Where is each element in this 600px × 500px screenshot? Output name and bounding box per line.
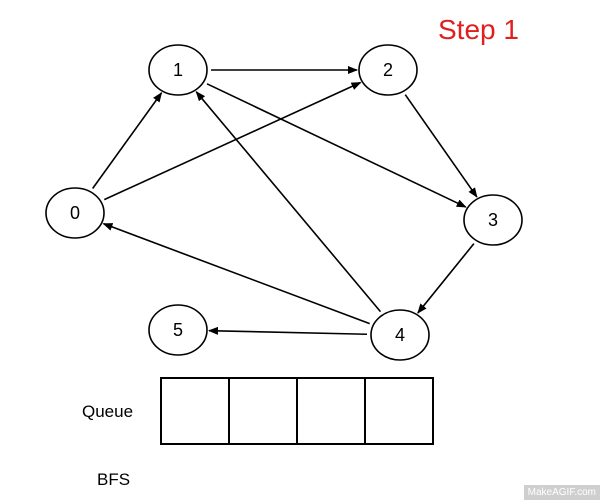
edge-0-to-2 <box>103 81 362 201</box>
edge-4-to-5 <box>207 326 368 336</box>
graph-node-3: 3 <box>463 194 523 246</box>
step-title: Step 1 <box>438 14 519 45</box>
graph-node-5: 5 <box>148 304 208 356</box>
node-circle <box>45 187 105 239</box>
node-label: 2 <box>383 60 393 80</box>
edge-1-to-3 <box>206 83 467 208</box>
queue-cell <box>366 379 434 443</box>
bfs-label: BFS <box>97 470 131 489</box>
node-label: 1 <box>173 60 183 80</box>
edge-3-to-4 <box>417 243 475 314</box>
edge-4-to-0 <box>102 222 370 325</box>
node-label: 5 <box>173 320 183 340</box>
graph-node-1: 1 <box>148 44 208 96</box>
graph-node-4: 4 <box>370 309 430 361</box>
node-label: 4 <box>395 325 405 345</box>
edge-2-to-3 <box>404 94 478 198</box>
node-circle <box>370 309 430 361</box>
edge-0-to-1 <box>91 92 163 189</box>
node-circle <box>148 44 208 96</box>
nodes: 0 1 2 3 4 5 <box>45 44 523 361</box>
node-circle <box>358 44 418 96</box>
queue-cell <box>298 379 366 443</box>
queue-label: Queue <box>82 402 134 421</box>
graph-node-2: 2 <box>358 44 418 96</box>
edge-4-to-1 <box>195 91 382 313</box>
node-circle <box>148 304 208 356</box>
watermark: MakeAGIF.com <box>523 485 600 500</box>
node-circle <box>463 194 523 246</box>
queue-cell <box>230 379 298 443</box>
graph-node-0: 0 <box>45 187 105 239</box>
edges <box>91 66 478 336</box>
node-label: 3 <box>488 210 498 230</box>
queue-box <box>160 377 434 445</box>
queue-cell <box>162 379 230 443</box>
node-label: 0 <box>70 203 80 223</box>
